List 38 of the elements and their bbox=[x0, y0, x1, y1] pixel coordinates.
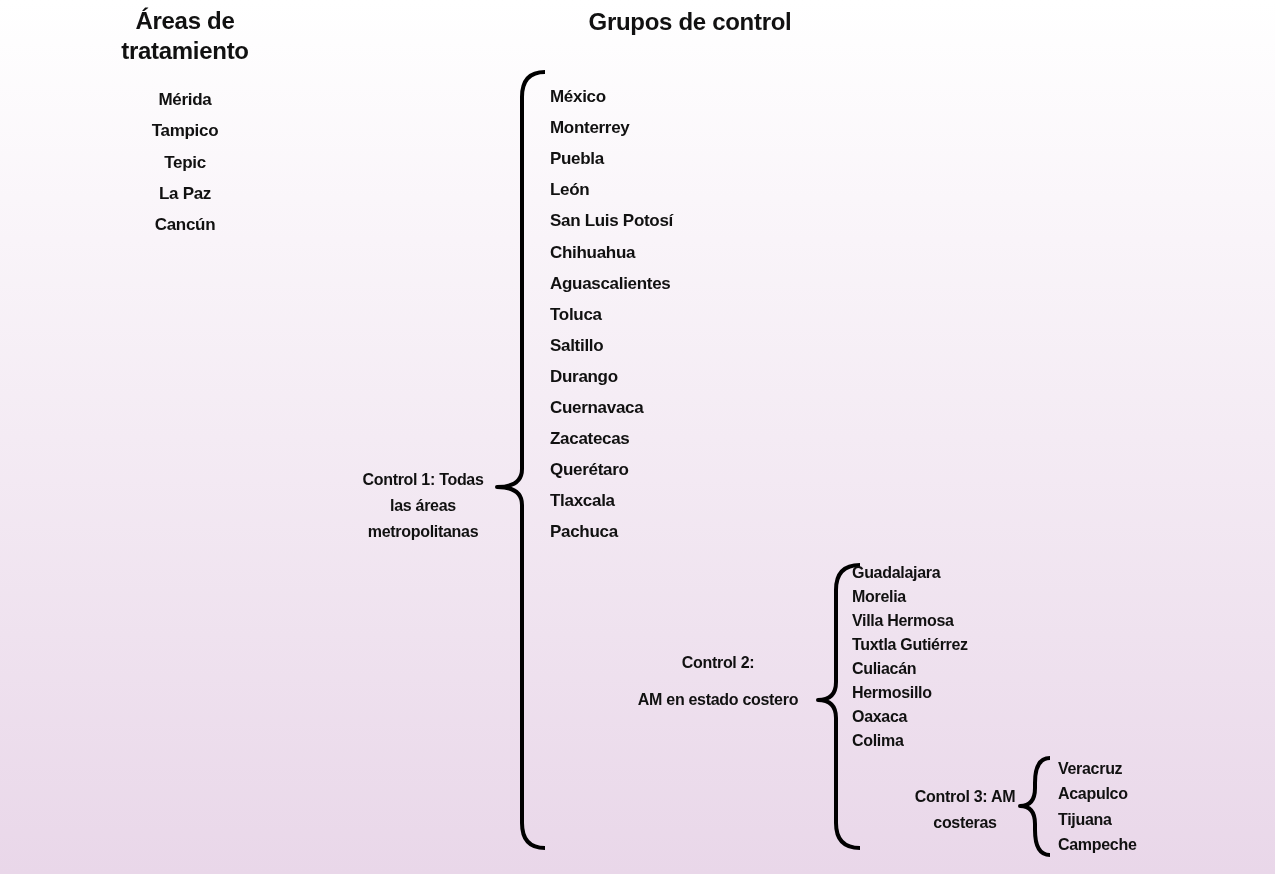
city-name: Durango bbox=[550, 365, 618, 388]
city-name: Tepic bbox=[163, 151, 207, 174]
city-name: Cuernavaca bbox=[550, 397, 644, 419]
city-name: Oaxaca bbox=[852, 707, 908, 727]
city-name: Culiacán bbox=[852, 659, 917, 679]
city-name: León bbox=[550, 179, 590, 202]
column-heading: Grupos de control bbox=[587, 7, 793, 37]
city-name: San Luis Potosí bbox=[550, 210, 674, 233]
city-name: Cancún bbox=[153, 214, 217, 236]
group-label: Control 1: Todas las áreas metropolitanas bbox=[361, 470, 485, 542]
city-name: Aguascalientes bbox=[550, 272, 671, 295]
city-name: Morelia bbox=[852, 587, 906, 607]
column-heading: Áreas de tratamiento bbox=[120, 6, 250, 66]
city-name: Guadalajara bbox=[852, 563, 941, 583]
city-name: México bbox=[550, 86, 606, 108]
group-label: Control 2: bbox=[680, 653, 756, 673]
city-name: Villa Hermosa bbox=[852, 611, 954, 631]
city-name: Querétaro bbox=[550, 459, 629, 482]
city-name: Tampico bbox=[150, 120, 220, 143]
city-name: Puebla bbox=[550, 148, 604, 171]
city-name: Tijuana bbox=[1058, 809, 1112, 830]
city-name: La Paz bbox=[157, 182, 213, 205]
city-name: Acapulco bbox=[1058, 784, 1128, 805]
city-name: Mérida bbox=[157, 89, 213, 111]
city-name: Tuxtla Gutiérrez bbox=[852, 635, 968, 655]
city-name: Colima bbox=[852, 731, 904, 751]
city-name: Zacatecas bbox=[550, 428, 630, 451]
group-label: AM en estado costero bbox=[636, 690, 800, 710]
city-name: Campeche bbox=[1058, 834, 1137, 855]
city-name: Chihuahua bbox=[550, 241, 636, 264]
city-name: Pachuca bbox=[550, 521, 618, 544]
city-name: Tlaxcala bbox=[550, 490, 615, 513]
city-name: Hermosillo bbox=[852, 683, 932, 703]
city-name: Monterrey bbox=[550, 117, 630, 140]
city-name: Saltillo bbox=[550, 334, 604, 357]
group-label: Control 3: AM costeras bbox=[913, 787, 1017, 833]
city-name: Toluca bbox=[550, 303, 602, 326]
city-name: Veracruz bbox=[1058, 759, 1123, 779]
